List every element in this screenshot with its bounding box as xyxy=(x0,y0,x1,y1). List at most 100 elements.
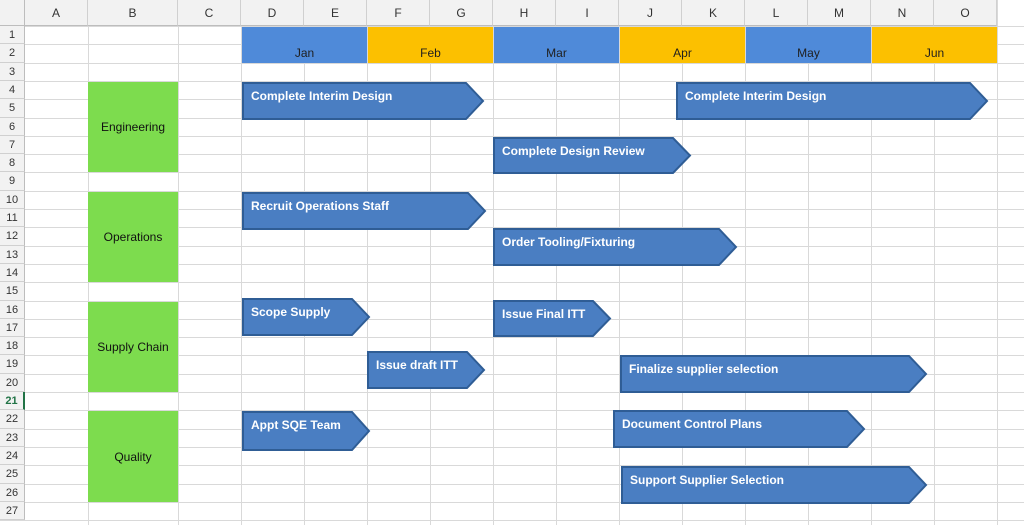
grid-col-line xyxy=(304,0,305,525)
row-header-8[interactable]: 8 xyxy=(0,154,25,172)
month-header-jan: Jan xyxy=(242,27,367,63)
task-arrow-shape xyxy=(242,192,487,230)
task-arrow-shape xyxy=(493,300,612,337)
task-label: Appt SQE Team xyxy=(251,418,341,432)
grid-col-line xyxy=(367,0,368,525)
row-header-4[interactable]: 4 xyxy=(0,81,25,99)
grid-row-line xyxy=(0,429,1024,430)
task-arrow-shape xyxy=(493,137,692,174)
grid-row-line xyxy=(0,99,1024,100)
row-header-1[interactable]: 1 xyxy=(0,26,25,44)
row-header-24[interactable]: 24 xyxy=(0,447,25,465)
grid-row-line xyxy=(0,118,1024,119)
task-label: Complete Interim Design xyxy=(251,89,393,103)
month-header-mar: Mar xyxy=(494,27,619,63)
row-header-2[interactable]: 2 xyxy=(0,44,25,63)
row-header-3[interactable]: 3 xyxy=(0,63,25,81)
row-header-7[interactable]: 7 xyxy=(0,136,25,154)
row-header-9[interactable]: 9 xyxy=(0,172,25,191)
row-header-25[interactable]: 25 xyxy=(0,465,25,484)
task-arrow-shape xyxy=(493,228,738,266)
select-all-corner[interactable] xyxy=(0,0,25,26)
task-arrow-complete-interim-design[interactable]: Complete Interim Design xyxy=(242,82,485,120)
task-arrow-shape xyxy=(242,298,371,336)
grid-row-line xyxy=(0,136,1024,137)
task-arrow-complete-interim-design[interactable]: Complete Interim Design xyxy=(676,82,989,120)
month-header-may: May xyxy=(746,27,871,63)
task-arrow-support-supplier-selection[interactable]: Support Supplier Selection xyxy=(621,466,928,504)
column-header-d[interactable]: D xyxy=(241,0,304,26)
row-header-13[interactable]: 13 xyxy=(0,246,25,264)
column-header-m[interactable]: M xyxy=(808,0,871,26)
task-label: Recruit Operations Staff xyxy=(251,199,390,213)
grid-row-line xyxy=(0,484,1024,485)
task-arrow-finalize-supplier-selection[interactable]: Finalize supplier selection xyxy=(620,355,928,393)
row-header-19[interactable]: 19 xyxy=(0,355,25,374)
column-header-j[interactable]: J xyxy=(619,0,682,26)
grid-row-line xyxy=(0,465,1024,466)
task-arrow-issue-final-itt[interactable]: Issue Final ITT xyxy=(493,300,612,337)
row-header-15[interactable]: 15 xyxy=(0,282,25,301)
task-arrow-scope-supply[interactable]: Scope Supply xyxy=(242,298,371,336)
column-header-e[interactable]: E xyxy=(304,0,367,26)
task-label: Issue draft ITT xyxy=(376,358,459,372)
row-header-12[interactable]: 12 xyxy=(0,227,25,246)
grid-row-line xyxy=(0,227,1024,228)
row-header-5[interactable]: 5 xyxy=(0,99,25,118)
row-header-18[interactable]: 18 xyxy=(0,337,25,355)
department-supply-chain: Supply Chain xyxy=(88,302,178,392)
row-header-20[interactable]: 20 xyxy=(0,374,25,392)
department-operations: Operations xyxy=(88,192,178,282)
column-header-b[interactable]: B xyxy=(88,0,178,26)
task-arrow-issue-draft-itt[interactable]: Issue draft ITT xyxy=(367,351,486,389)
row-header-17[interactable]: 17 xyxy=(0,319,25,337)
task-arrow-recruit-operations-staff[interactable]: Recruit Operations Staff xyxy=(242,192,487,230)
column-header-n[interactable]: N xyxy=(871,0,934,26)
department-quality: Quality xyxy=(88,411,178,502)
column-header-h[interactable]: H xyxy=(493,0,556,26)
row-header-10[interactable]: 10 xyxy=(0,191,25,209)
task-arrow-shape xyxy=(676,82,989,120)
task-arrow-document-control-plans[interactable]: Document Control Plans xyxy=(613,410,866,448)
row-header-26[interactable]: 26 xyxy=(0,484,25,502)
row-header-27[interactable]: 27 xyxy=(0,502,25,520)
task-arrow-shape xyxy=(242,411,371,451)
grid-row-line xyxy=(0,63,1024,64)
grid-col-line xyxy=(178,0,179,525)
grid-row-line xyxy=(0,410,1024,411)
grid-col-line xyxy=(745,0,746,525)
month-header-feb: Feb xyxy=(368,27,493,63)
task-arrow-shape xyxy=(242,82,485,120)
row-header-16[interactable]: 16 xyxy=(0,301,25,319)
grid-row-line xyxy=(0,26,1024,27)
task-arrow-shape xyxy=(613,410,866,448)
department-engineering: Engineering xyxy=(88,82,178,172)
task-label: Document Control Plans xyxy=(622,417,763,431)
column-header-c[interactable]: C xyxy=(178,0,241,26)
row-header-14[interactable]: 14 xyxy=(0,264,25,282)
row-header-6[interactable]: 6 xyxy=(0,118,25,136)
row-header-23[interactable]: 23 xyxy=(0,429,25,447)
column-header-o[interactable]: O xyxy=(934,0,997,26)
row-header-11[interactable]: 11 xyxy=(0,209,25,227)
task-arrow-complete-design-review[interactable]: Complete Design Review xyxy=(493,137,692,174)
task-arrow-shape xyxy=(367,351,486,389)
task-arrow-appt-sqe-team[interactable]: Appt SQE Team xyxy=(242,411,371,451)
column-header-g[interactable]: G xyxy=(430,0,493,26)
column-header-f[interactable]: F xyxy=(367,0,430,26)
task-arrow-order-tooling-fixturing[interactable]: Order Tooling/Fixturing xyxy=(493,228,738,266)
column-header-i[interactable]: I xyxy=(556,0,619,26)
row-header-22[interactable]: 22 xyxy=(0,410,25,429)
column-header-l[interactable]: L xyxy=(745,0,808,26)
task-arrow-shape xyxy=(621,466,928,504)
grid-col-line xyxy=(934,0,935,525)
grid-row-line xyxy=(0,191,1024,192)
grid-col-line xyxy=(871,0,872,525)
row-header-21[interactable]: 21 xyxy=(0,392,25,410)
grid-col-line xyxy=(997,0,998,525)
column-header-k[interactable]: K xyxy=(682,0,745,26)
column-header-a[interactable]: A xyxy=(25,0,88,26)
task-label: Complete Interim Design xyxy=(685,89,827,103)
grid-col-line xyxy=(808,0,809,525)
